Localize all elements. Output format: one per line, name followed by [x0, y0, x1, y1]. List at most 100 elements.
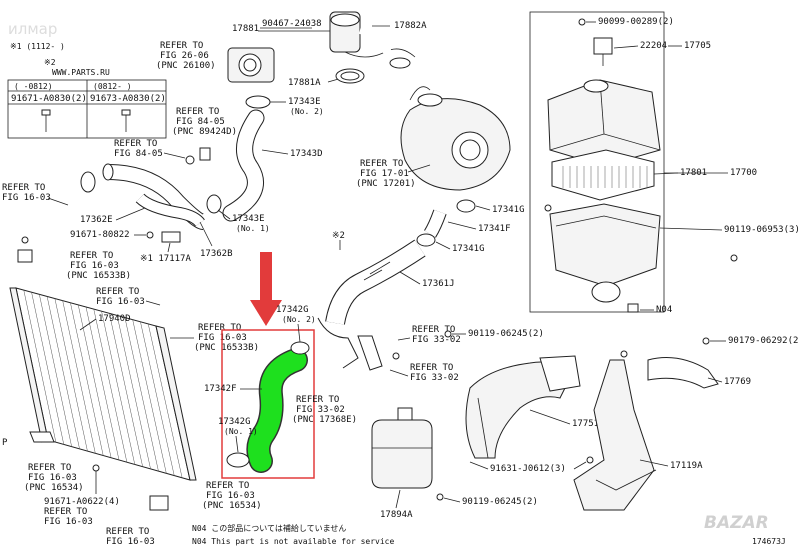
ref26-a: REFER TO: [160, 41, 203, 51]
bolt-icon: [121, 109, 131, 132]
watermark-top: илмар: [8, 20, 57, 38]
air-cleaner-cover: [547, 79, 661, 167]
label-90119-06953: 90119-06953(3): [724, 225, 800, 235]
ref26-b: FIG 26-06: [160, 51, 209, 61]
ref33c-b: FIG 33-02: [296, 405, 345, 415]
sensor-small: [185, 147, 211, 165]
bolt-icon: [41, 109, 51, 132]
label-90099: 90099-00289(2): [598, 17, 674, 27]
ref84b-b: FIG 84-05: [114, 149, 163, 159]
ref16b-b: FIG 16-03: [70, 261, 119, 271]
label-17117a: ※1 17117A: [140, 254, 191, 264]
hose-clamp: [80, 171, 96, 193]
bracket-left: [17, 236, 33, 263]
watermark-logo: BAZAR: [704, 513, 769, 533]
ref33a-a: REFER TO: [412, 325, 455, 335]
star2-mark: ※2: [332, 231, 345, 241]
throttle-body: [227, 47, 275, 83]
label-91673-a0830: 91673-A0830(2): [90, 94, 166, 104]
ref84b-a: REFER TO: [114, 139, 157, 149]
air-filter-17801: [551, 149, 655, 201]
bracket-17119a: [573, 350, 657, 511]
air-flow-meter: [329, 11, 416, 58]
label-17769: 17769: [724, 377, 751, 387]
n04-part: [627, 303, 639, 313]
label-17343e-no2: 17343E: [288, 97, 321, 107]
maf-sensor: [593, 37, 613, 66]
ref33c-a: REFER TO: [296, 395, 339, 405]
ref16h-a: REFER TO: [44, 507, 87, 517]
ref16f-c: (PNC 16534): [202, 501, 262, 511]
ref33b-b: FIG 33-02: [410, 373, 459, 383]
label-17343e-no1-sub: (No. 1): [236, 224, 270, 233]
air-cleaner-case: [549, 203, 661, 303]
ref17-c: (PNC 17201): [356, 179, 416, 189]
hose-clamp-no2: [290, 341, 310, 355]
hose-clamp: [206, 194, 222, 214]
ref16c-a: REFER TO: [96, 287, 139, 297]
highlight-frame: [221, 329, 315, 479]
label-17342g-no2-sub: (No. 2): [282, 315, 316, 324]
ref33b-a: REFER TO: [410, 363, 453, 373]
bracket-17117a: [161, 231, 181, 243]
hose-clamp: [245, 95, 271, 109]
label-17343e-no1: 17343E: [232, 214, 265, 224]
label-90467: 90467-24038: [262, 19, 322, 29]
ref16e-b: FIG 16-03: [28, 473, 77, 483]
label-90119-06245-a: 90119-06245(2): [468, 329, 544, 339]
label-17342g-no2: 17342G: [276, 305, 309, 315]
highlight-arrow: [250, 252, 282, 326]
ref16d-a: REFER TO: [198, 323, 241, 333]
hose-clamp: [389, 57, 411, 69]
label-91671-a0830: 91671-A0830(2): [11, 94, 87, 104]
label-17343e-no2-sub: (No. 2): [290, 107, 324, 116]
highlighted-hose-17342f: [246, 348, 308, 473]
label-91671-80822: 91671-80822: [70, 230, 130, 240]
bracket-lower-left: [29, 431, 55, 443]
pipe-17362e: [135, 193, 205, 227]
diagram-id: 174673J: [752, 537, 786, 546]
hose-clamp: [335, 68, 365, 84]
pipe-joint: [317, 317, 359, 369]
coolant-reservoir-17894a: [371, 407, 433, 489]
bracket-17769: [647, 357, 719, 389]
ref16a-a: REFER TO: [2, 183, 45, 193]
label-17700: 17700: [730, 168, 757, 178]
bolt-icon: [586, 456, 594, 464]
label-n04: N04: [656, 305, 672, 315]
ref16b-a: REFER TO: [70, 251, 113, 261]
note-ref-mark: ※1 (1112- ): [10, 42, 65, 51]
ref33a-b: FIG 33-02: [412, 335, 461, 345]
label-90119-06245-b: 90119-06245(2): [462, 497, 538, 507]
intake-hose-top: [359, 26, 394, 61]
ref84a-c: (PNC 89424D): [172, 127, 237, 137]
label-17881a: 17881A: [288, 78, 321, 88]
label-17342g-no1-sub: (No. 1): [224, 427, 258, 436]
ref84a-a: REFER TO: [176, 107, 219, 117]
bolt-icon: [730, 254, 738, 262]
ref16c-b: FIG 16-03: [96, 297, 145, 307]
note-n04-en: N04 This part is not available for servi…: [192, 537, 394, 546]
air-cleaner-frame-17700: [529, 11, 665, 313]
ref16e-a: REFER TO: [28, 463, 71, 473]
label-91671-a0622: 91671-A0622(4): [44, 497, 120, 507]
label-17362b: 17362B: [200, 249, 233, 259]
hose-17341f: [423, 209, 447, 238]
label-17342f: 17342F: [204, 384, 237, 394]
label-17361j: 17361J: [422, 279, 455, 289]
ref17-b: FIG 17-01: [360, 169, 409, 179]
turbocharger: [400, 86, 511, 191]
label-17940d: 17940D: [98, 314, 131, 324]
ref16e-c: (PNC 16534): [24, 483, 84, 493]
air-duct-17751: [465, 355, 581, 459]
label-22204: 22204: [640, 41, 667, 51]
ref16f-b: FIG 16-03: [206, 491, 255, 501]
ref16g-b: FIG 16-03: [106, 537, 155, 547]
label-17881: 17881: [232, 24, 259, 34]
ref33c-c: (PNC 17368E): [292, 415, 357, 425]
ref17-a: REFER TO: [360, 159, 403, 169]
label-17894a: 17894A: [380, 510, 413, 520]
ref26-c: (PNC 26100): [156, 61, 216, 71]
bracket-lower: [149, 495, 169, 511]
